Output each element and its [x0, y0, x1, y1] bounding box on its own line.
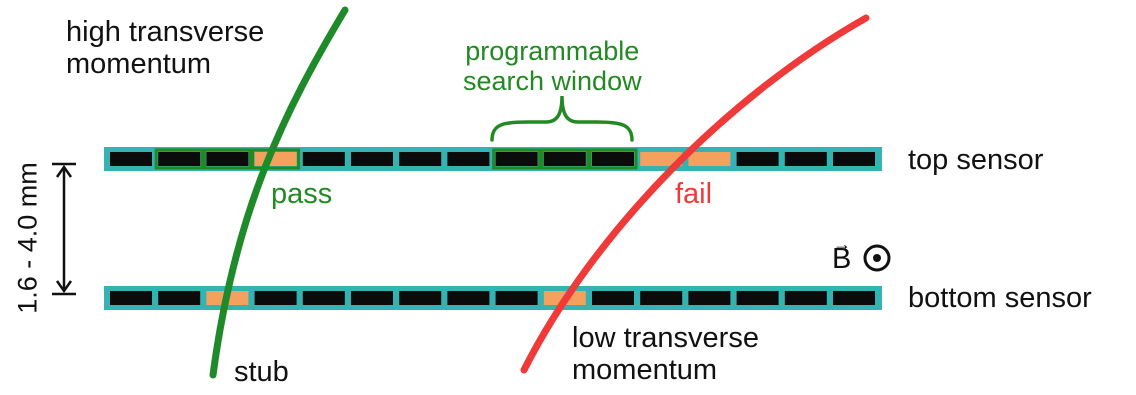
bottom-strip: [351, 291, 393, 305]
stub-label: stub: [234, 356, 289, 388]
top-sensor: [104, 147, 882, 171]
bottom-strip: [254, 291, 297, 305]
bottom-strip: [302, 291, 345, 305]
top-hit-strip: [640, 152, 683, 166]
bottom-sensor-label: bottom sensor: [908, 282, 1092, 314]
top-strip: [447, 152, 490, 166]
sensor-separation-text: 1.6 - 4.0 mm: [12, 162, 43, 314]
magnetic-field-symbol: B: [832, 243, 852, 275]
vector-arrow-icon: →: [833, 234, 851, 254]
low-pt-track: [520, 14, 870, 374]
bottom-strip: [640, 291, 683, 305]
top-strip: [110, 152, 152, 166]
top-strip: [784, 152, 827, 166]
bottom-strip: [688, 291, 731, 305]
top-hit-strip: [688, 152, 731, 166]
sensor-separation-label: 1.6 - 4.0 mm: [6, 162, 50, 314]
bottom-strip: [495, 291, 538, 305]
sensors-layer: [104, 147, 882, 310]
magnetic-field-label: → B: [832, 235, 852, 275]
top-sensor-label: top sensor: [908, 144, 1044, 176]
high-pt-label: high transverse momentum: [66, 16, 265, 80]
bottom-strip: [158, 291, 201, 305]
top-search-window-strip: [154, 148, 204, 170]
top-strip: [399, 152, 442, 166]
fail-label: fail: [675, 178, 713, 210]
top-strip: [736, 152, 779, 166]
top-hit-strip: [254, 152, 297, 166]
search-window-label: programmable search window: [463, 36, 642, 96]
top-search-window-strip: [588, 148, 638, 170]
bottom-strip: [784, 291, 827, 305]
search-window-brace: [490, 95, 634, 142]
bottom-sensor: [104, 286, 882, 310]
bottom-strip: [110, 291, 152, 305]
bottom-strip: [833, 291, 875, 305]
top-search-window-strip: [540, 148, 590, 170]
bottom-strip: [399, 291, 442, 305]
bottom-strip: [592, 291, 634, 305]
top-strip: [495, 152, 538, 166]
separation-arrow: [52, 162, 76, 296]
top-strip: [543, 152, 586, 166]
top-strip: [302, 152, 345, 166]
top-strip: [158, 152, 201, 166]
top-strip: [833, 152, 875, 166]
top-search-window-strip: [492, 148, 542, 170]
field-direction-icon: [863, 244, 891, 272]
top-strip: [351, 152, 393, 166]
top-strip: [592, 152, 634, 166]
top-strip: [206, 152, 249, 166]
bottom-strip: [736, 291, 779, 305]
low-pt-label: low transverse momentum: [572, 322, 759, 386]
high-pt-track: [209, 6, 349, 379]
pass-label: pass: [271, 178, 333, 210]
bottom-strip: [447, 291, 490, 305]
top-search-window-strip: [202, 148, 252, 170]
